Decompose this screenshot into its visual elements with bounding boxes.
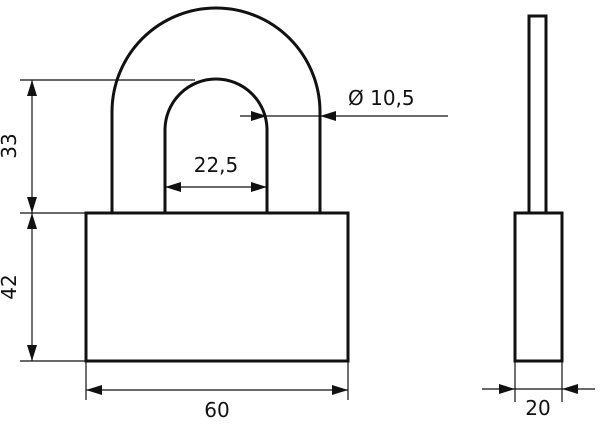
dim-label-body-width: 60 xyxy=(204,398,229,422)
arrow-22-right xyxy=(251,182,267,192)
dimension-lines xyxy=(20,79,595,402)
side-body xyxy=(513,211,564,363)
dim-label-body-height: 42 xyxy=(0,274,21,299)
side-shackle xyxy=(527,14,548,215)
lock-body xyxy=(84,211,350,363)
arrow-33-top xyxy=(27,80,37,96)
arrow-60-right xyxy=(332,385,348,395)
arrow-20-right xyxy=(562,384,578,394)
shackle-outer xyxy=(110,6,322,213)
arrow-20-left xyxy=(499,384,515,394)
shackle-inner xyxy=(163,77,269,213)
arrowheads xyxy=(27,80,578,395)
front-view xyxy=(84,6,350,363)
arrow-dia-right xyxy=(320,111,336,121)
dim-label-shackle-inner-width: 22,5 xyxy=(194,153,239,177)
arrow-42-bottom xyxy=(27,345,37,361)
dim-label-shackle-diameter: Ø 10,5 xyxy=(348,86,415,110)
arrow-42-top xyxy=(27,213,37,229)
arrow-60-left xyxy=(86,385,102,395)
dim-label-shackle-height: 33 xyxy=(0,133,21,158)
arrow-33-bottom xyxy=(27,197,37,213)
dim-label-body-thickness: 20 xyxy=(525,396,550,420)
arrow-22-left xyxy=(165,182,181,192)
arrow-dia-left xyxy=(251,111,267,121)
side-view xyxy=(513,14,564,363)
